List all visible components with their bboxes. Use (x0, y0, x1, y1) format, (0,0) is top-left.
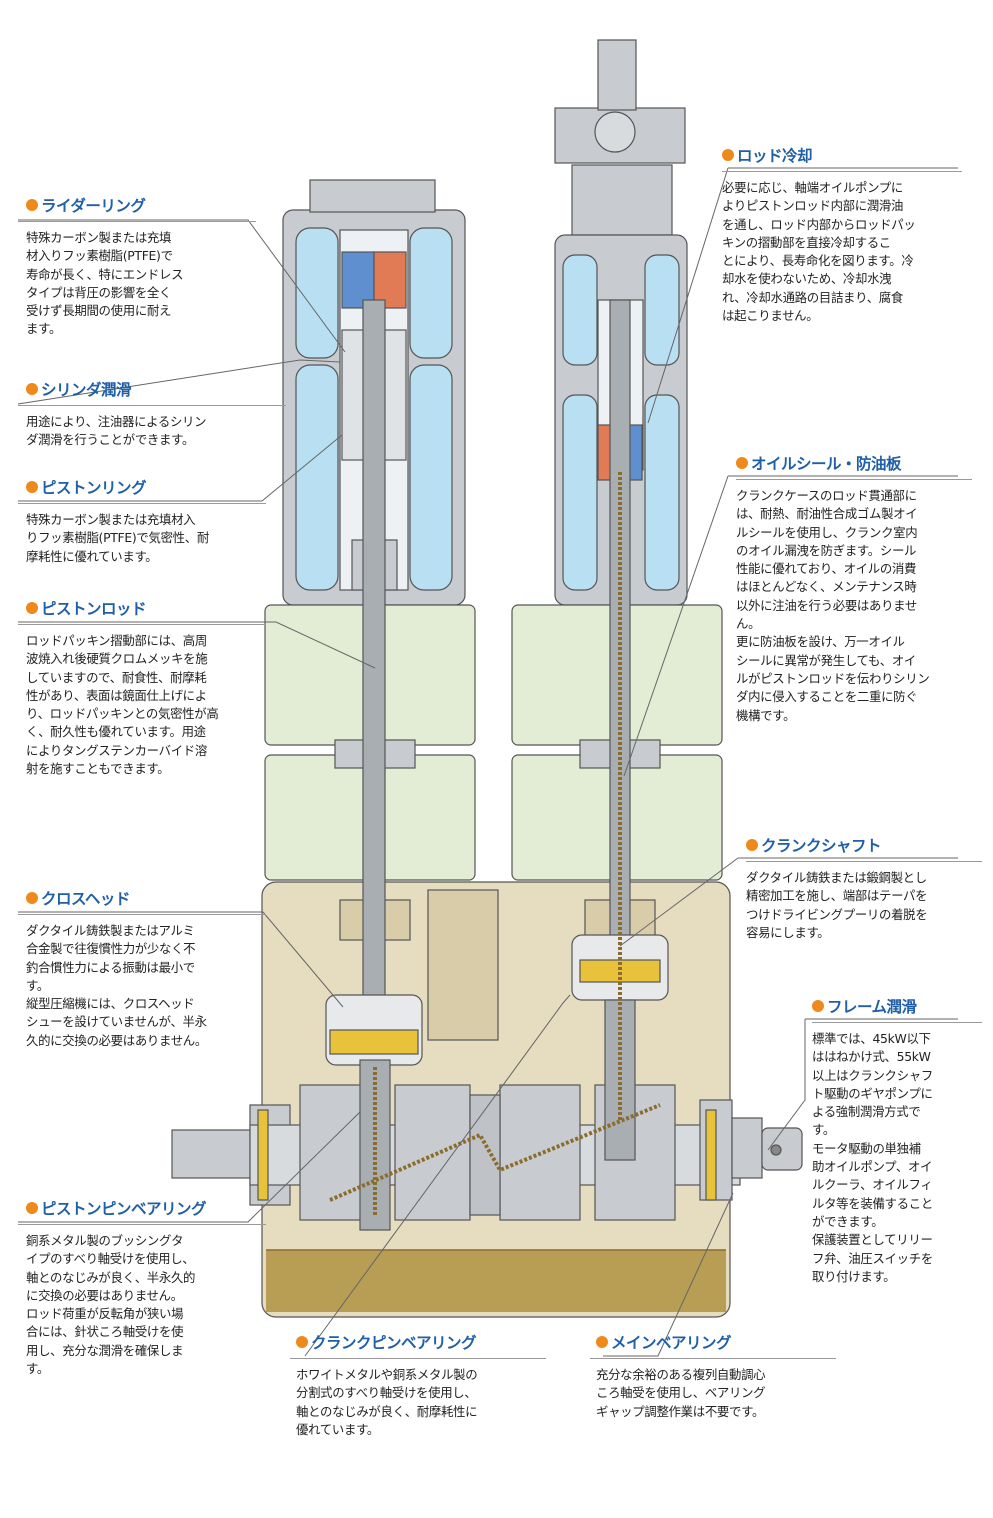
callout-title: クランクピンベアリング (311, 1334, 477, 1352)
callout-frame-lubrication: フレーム潤滑 標準では、45kW以下 ははねかけ式、55kW 以上はクランクシャ… (812, 995, 982, 1286)
callout-title: クランクシャフト (761, 837, 882, 855)
callout-title: ピストンリング (41, 479, 147, 497)
callout-title: メインベアリング (611, 1334, 732, 1352)
callout-body: ホワイトメタルや銅系メタル製の 分割式のすべり軸受けを使用し、 軸とのなじみが良… (296, 1367, 478, 1437)
callout-body: クランクケースのロッド貫通部に は、耐熱、耐油性合成ゴム製オイ ルシールを使用し… (736, 488, 930, 723)
callout-body: 特殊カーボン製または充填材入 りフッ素樹脂(PTFE)で気密性、耐 摩耗性に優れ… (26, 512, 209, 564)
callout-body: ダクタイル鋳鉄または鍛鋼製とし 精密加工を施し、端部はテーパを つけドライビング… (746, 870, 928, 940)
bullet-dot (812, 1000, 824, 1012)
callout-title: ピストンロッド (41, 600, 147, 618)
callout-title: ロッド冷却 (737, 147, 813, 165)
bullet-dot (26, 1202, 38, 1214)
callout-crankpin-bearing: クランクピンベアリング ホワイトメタルや銅系メタル製の 分割式のすべり軸受けを使… (290, 1331, 546, 1439)
callout-title: シリンダ潤滑 (41, 381, 132, 399)
callout-body: ダクタイル鋳鉄製またはアルミ 合金製で往復慣性力が少なく不 釣合慣性力による振動… (26, 923, 207, 1048)
callout-title: ピストンピンベアリング (41, 1200, 207, 1218)
callout-title: フレーム潤滑 (827, 998, 917, 1016)
bullet-dot (26, 602, 38, 614)
callout-title: クロスヘッド (41, 890, 130, 908)
top-valve (597, 39, 637, 111)
bullet-dot (296, 1336, 308, 1348)
bullet-dot (736, 457, 748, 469)
bullet-dot (746, 839, 758, 851)
callout-crankshaft: クランクシャフト ダクタイル鋳鉄または鍛鋼製とし 精密加工を施し、端部はテーパを… (746, 834, 982, 942)
callout-body: 充分な余裕のある複列自動調心 ころ軸受を使用し、ベアリング ギャップ調整作業は不… (596, 1367, 766, 1419)
callout-body: 銅系メタル製のブッシングタ イプのすべり軸受けを使用し、 軸とのなじみが良く、半… (26, 1233, 196, 1377)
oil-pump (761, 1127, 803, 1171)
left-piston-rod (362, 299, 386, 1041)
callout-piston-rod: ピストンロッド ロッドパッキン摺動部には、高周 波焼入れ後硬質クロムメッキを施 … (18, 597, 266, 778)
bullet-dot (26, 383, 38, 395)
callout-body: ロッドパッキン摺動部には、高周 波焼入れ後硬質クロムメッキを施 していますので、… (26, 633, 219, 777)
callout-crosshead: クロスヘッド ダクタイル鋳鉄製またはアルミ 合金製で往復慣性力が少なく不 釣合慣… (18, 887, 266, 1050)
callout-title: ライダーリング (41, 197, 146, 215)
callout-oil-seal: オイルシール・防油板 クランクケースのロッド貫通部に は、耐熱、耐油性合成ゴム製… (736, 452, 972, 725)
crankshaft-left-end (171, 1129, 265, 1179)
callout-rider-ring: ライダーリング 特殊カーボン製または充填 材入りフッ素樹脂(PTFE)で 寿命が… (18, 194, 256, 339)
callout-body: 標準では、45kW以下 ははねかけ式、55kW 以上はクランクシャフ ト駆動のギ… (812, 1031, 933, 1284)
callout-rod-cooling: ロッド冷却 必要に応じ、軸端オイルポンプに よりピストンロッド内部に潤滑油 を通… (722, 144, 962, 325)
bullet-dot (26, 481, 38, 493)
callout-body: 必要に応じ、軸端オイルポンプに よりピストンロッド内部に潤滑油 を通し、ロッド内… (722, 180, 916, 324)
callout-piston-ring: ピストンリング 特殊カーボン製または充填材入 りフッ素樹脂(PTFE)で気密性、… (18, 476, 266, 566)
left-piston-orange (373, 251, 407, 309)
bullet-dot (596, 1336, 608, 1348)
callout-main-bearing: メインベアリング 充分な余裕のある複列自動調心 ころ軸受を使用し、ベアリング ギ… (590, 1331, 836, 1421)
bullet-dot (26, 892, 38, 904)
bullet-dot (722, 149, 734, 161)
callout-body: 用途により、注油器によるシリン ダ潤滑を行うことができます。 (26, 414, 207, 448)
callout-body: 特殊カーボン製または充填 材入りフッ素樹脂(PTFE)で 寿命が長く、特にエンド… (26, 230, 184, 337)
callout-cylinder-lubrication: シリンダ潤滑 用途により、注油器によるシリン ダ潤滑を行うことができます。 (18, 378, 286, 450)
callout-piston-pin-bearing: ピストンピンベアリング 銅系メタル製のブッシングタ イプのすべり軸受けを使用し、… (18, 1197, 266, 1378)
oil-sump (266, 1250, 726, 1312)
callout-title: オイルシール・防油板 (751, 455, 902, 473)
bullet-dot (26, 199, 38, 211)
